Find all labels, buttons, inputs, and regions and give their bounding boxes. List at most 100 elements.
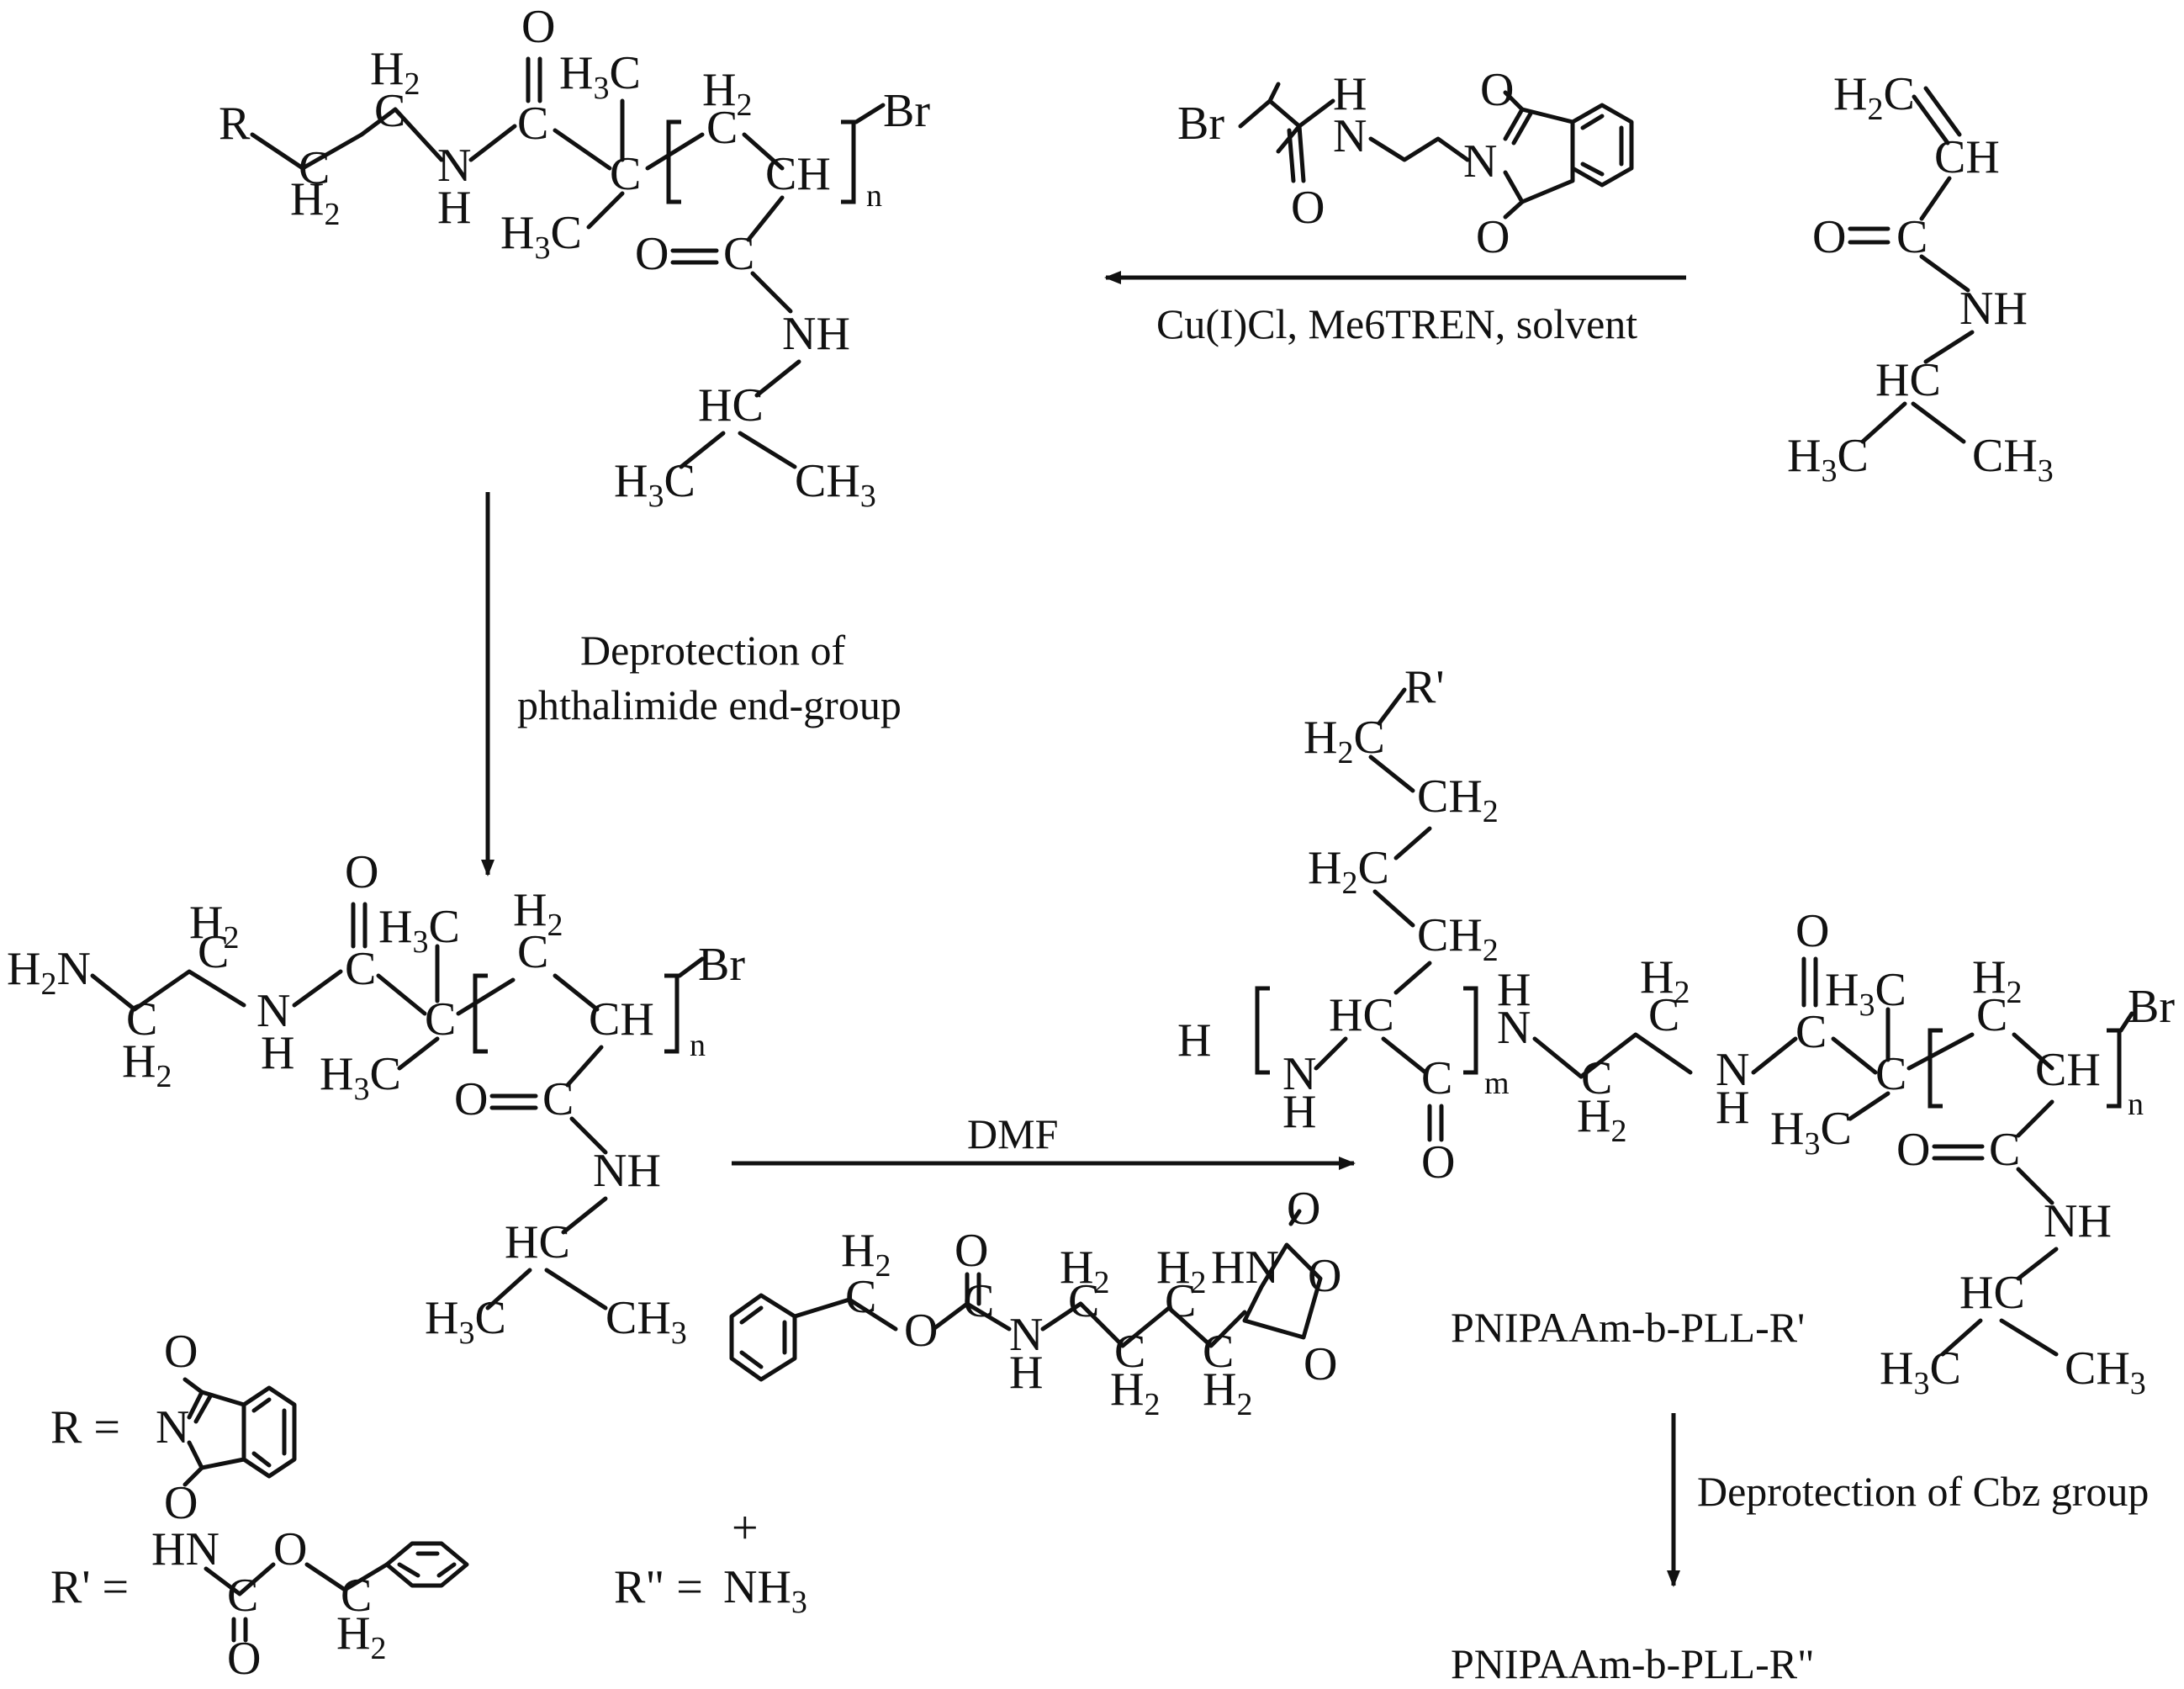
svg-text:C: C [341,1570,372,1622]
svg-text:m: m [1484,1066,1510,1101]
svg-text:N: N [1333,110,1367,162]
svg-text:C: C [1421,1052,1452,1104]
svg-text:C: C [1875,1048,1906,1100]
svg-text:N: N [156,1401,189,1453]
svg-text:C: C [374,85,405,137]
svg-text:O: O [1795,905,1829,957]
svg-text:CH3: CH3 [1972,430,2054,489]
svg-text:H3C: H3C [1880,1342,1961,1401]
svg-text:C: C [1068,1275,1099,1327]
svg-text:O: O [164,1326,198,1378]
svg-text:CH3: CH3 [795,455,876,514]
svg-text:H: H [437,182,471,234]
svg-text:H3C: H3C [559,47,641,106]
phthalimide-structure: N O O [156,1326,297,1529]
svg-text:+: + [732,1502,759,1554]
product-amine-pnipaam-br: H2N C H2 H2 C N H O C H3C C H3C H2 C CH … [7,846,745,1351]
svg-text:H3C: H3C [320,1048,401,1107]
svg-text:C: C [610,148,641,200]
svg-text:O: O [1287,1183,1320,1235]
svg-text:H2: H2 [1577,1090,1626,1149]
svg-text:H2: H2 [122,1035,172,1094]
svg-text:R': R' [1404,661,1444,713]
svg-text:C: C [1795,1006,1827,1058]
svg-text:H2C: H2C [1833,68,1915,127]
svg-text:H3C: H3C [1770,1103,1852,1162]
svg-text:R: R [219,98,251,150]
svg-text:HC: HC [1959,1267,2025,1319]
svg-text:H2: H2 [1110,1363,1160,1422]
svg-text:O: O [227,1633,261,1685]
svg-text:C: C [1989,1124,2020,1176]
ammonium-structure: + NH3 [723,1502,807,1620]
svg-text:H: H [1716,1082,1749,1134]
svg-text:NH: NH [593,1145,661,1197]
svg-text:O: O [521,1,555,53]
svg-text:O: O [1291,182,1325,234]
svg-text:HC: HC [1875,354,1941,406]
svg-text:C: C [1648,989,1679,1041]
svg-text:C: C [198,926,229,978]
svg-text:n: n [690,1028,706,1063]
svg-text:C: C [1976,989,2007,1041]
svg-text:NH: NH [1959,283,2028,335]
svg-text:N: N [1009,1309,1043,1361]
svg-text:H: H [261,1027,294,1079]
svg-text:O: O [273,1523,307,1575]
svg-text:H3C: H3C [425,1292,506,1351]
step2-label-line1: Deprotection of [580,627,846,674]
svg-text:C: C [542,1073,574,1125]
svg-text:H2: H2 [1203,1363,1252,1422]
svg-text:H3C: H3C [1825,964,1906,1023]
svg-text:Br: Br [2128,981,2175,1033]
svg-text:N: N [256,985,290,1037]
svg-text:O: O [635,228,669,280]
svg-text:H: H [1333,68,1367,120]
svg-text:H2: H2 [336,1607,386,1666]
svg-text:CH2: CH2 [1417,770,1499,829]
r-definition-label: R = [50,1401,120,1453]
svg-text:H2: H2 [1156,1242,1206,1300]
svg-text:N: N [1282,1048,1316,1100]
svg-text:n: n [866,178,882,214]
nipaam-monomer: H2C CH O C NH HC H3C CH3 [1787,68,2054,489]
svg-text:Br: Br [883,85,930,137]
product-r-pnipaam-br: R H2 C H2 C N H O C H3C C H3C H2 C CH n … [219,1,930,514]
initiator-molecule: Br O H N N O O [1177,64,1634,263]
svg-text:C: C [126,993,157,1046]
svg-text:O: O [1476,211,1510,263]
lysine-nca-monomer: H2 C O O C N H H2 C C H2 H2 C C H2 HN O … [729,1183,1341,1422]
svg-text:CH: CH [589,993,654,1046]
step3-conditions: DMF [967,1110,1058,1157]
svg-text:C: C [345,943,376,995]
svg-text:C: C [723,228,754,280]
product-pnipaam-b-pll: R' H2C CH2 H2C CH2 H N H HC C O m H N C … [1177,661,2175,1401]
svg-text:n: n [2128,1087,2144,1122]
svg-text:O: O [1896,1124,1930,1176]
svg-text:CH: CH [765,148,831,200]
svg-text:NH: NH [2044,1195,2112,1247]
svg-text:H: H [1177,1014,1211,1067]
svg-text:HC: HC [505,1216,570,1268]
svg-text:H2: H2 [1972,951,2022,1010]
final-product-label: PNIPAAm-b-PLL-R" [1451,1640,1815,1687]
svg-text:H3C: H3C [1787,430,1869,489]
svg-text:H3C: H3C [500,207,582,266]
svg-text:C: C [425,993,456,1046]
svg-text:O: O [1308,1250,1341,1302]
svg-text:O: O [1480,64,1514,116]
r-double-prime-definition-label: R" = [614,1561,703,1613]
svg-text:CH: CH [2035,1044,2101,1096]
svg-text:O: O [1304,1338,1337,1390]
svg-text:N: N [1716,1044,1749,1096]
svg-text:O: O [1421,1136,1455,1189]
svg-text:N: N [437,140,471,192]
svg-text:C: C [1165,1275,1196,1327]
svg-text:O: O [1812,211,1846,263]
svg-text:C: C [227,1570,258,1622]
svg-text:H: H [1282,1086,1316,1138]
r-prime-definition-label: R' = [50,1561,129,1613]
svg-text:H2N: H2N [7,943,91,1002]
svg-text:Br: Br [1177,98,1224,150]
